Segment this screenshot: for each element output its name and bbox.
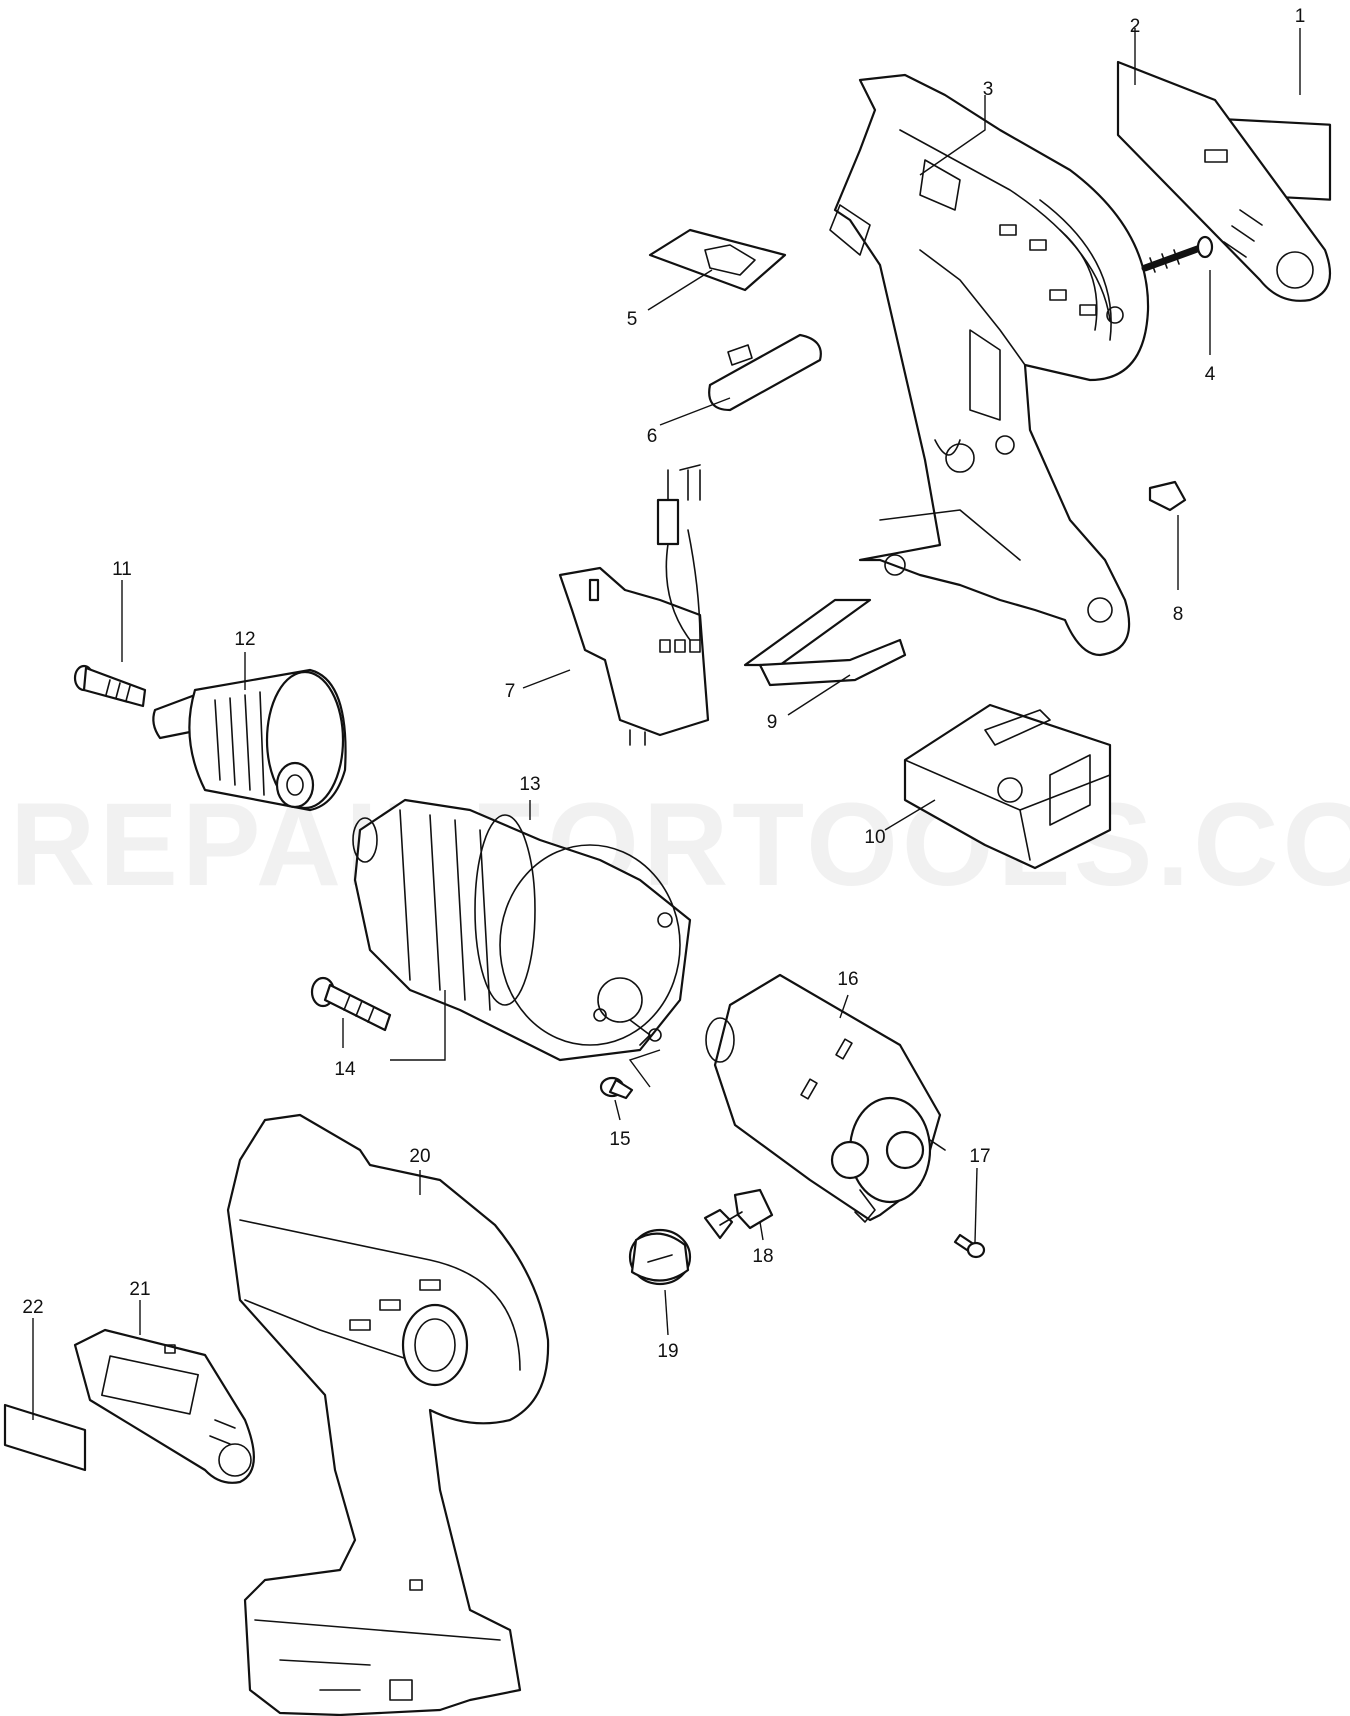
part-16-dc-motor[interactable] — [705, 973, 946, 1223]
label-20[interactable]: 20 — [409, 1146, 430, 1167]
label-17[interactable]: 17 — [969, 1146, 990, 1167]
part-4-tapping-screw[interactable] — [1141, 235, 1214, 273]
part-20-housing-half[interactable] — [226, 1113, 550, 1716]
part-8-terminal-clip[interactable] — [1148, 480, 1187, 512]
part-17-screw[interactable] — [953, 1233, 986, 1259]
label-11[interactable]: 11 — [112, 559, 132, 580]
label-1[interactable]: 1 — [1295, 6, 1306, 27]
leader-lines — [32, 28, 1301, 1420]
label-10[interactable]: 10 — [864, 827, 885, 848]
label-13[interactable]: 13 — [519, 774, 540, 795]
part-12-keyless-drill-chuck[interactable] — [152, 668, 347, 812]
part-22-name-plate[interactable] — [3, 1403, 87, 1472]
part-3-housing-half[interactable] — [829, 73, 1150, 657]
label-3[interactable]: 3 — [983, 79, 994, 100]
watermark-text: REPAIRFORTOOLS.COM — [10, 779, 1350, 911]
label-14[interactable]: 14 — [334, 1059, 356, 1080]
part-2-handle-cover[interactable] — [1116, 60, 1332, 302]
label-8[interactable]: 8 — [1173, 604, 1184, 625]
part-number-labels: 1 2 3 4 5 6 7 8 9 10 11 12 13 14 15 16 1… — [22, 6, 1305, 1362]
part-10-battery-terminal-block[interactable] — [903, 703, 1112, 870]
label-4[interactable]: 4 — [1205, 364, 1216, 385]
label-9[interactable]: 9 — [767, 712, 778, 733]
part-21-handle-cover[interactable] — [73, 1328, 255, 1484]
label-7[interactable]: 7 — [505, 681, 516, 702]
label-16[interactable]: 16 — [837, 969, 858, 990]
part-11-chuck-screw[interactable] — [73, 664, 147, 708]
label-21[interactable]: 21 — [129, 1279, 150, 1300]
part-13-gear-assembly[interactable] — [352, 798, 692, 1062]
part-7-switch[interactable] — [558, 464, 710, 746]
part-19-brush-holder-cap[interactable] — [628, 1228, 692, 1286]
label-15[interactable]: 15 — [609, 1129, 630, 1150]
part-5-lock-plate[interactable] — [648, 228, 787, 292]
label-5[interactable]: 5 — [627, 309, 638, 330]
part-14-tapping-screw[interactable] — [310, 976, 392, 1032]
label-6[interactable]: 6 — [647, 426, 658, 447]
label-18[interactable]: 18 — [752, 1246, 773, 1267]
label-2[interactable]: 2 — [1130, 16, 1141, 37]
label-12[interactable]: 12 — [234, 629, 255, 650]
part-9-terminal-plate[interactable] — [743, 598, 907, 687]
label-19[interactable]: 19 — [657, 1341, 678, 1362]
label-22[interactable]: 22 — [22, 1297, 43, 1318]
part-18-carbon-brush[interactable] — [703, 1188, 774, 1240]
part-6-reverse-lever[interactable] — [708, 333, 822, 412]
part-15-pan-head-screw[interactable] — [599, 1076, 634, 1100]
